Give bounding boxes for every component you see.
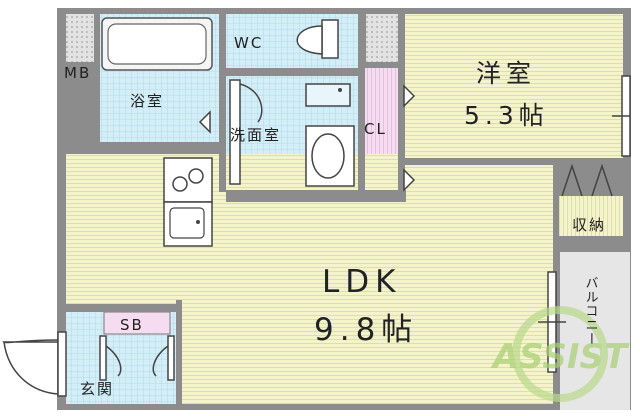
washroom-door <box>229 79 263 185</box>
wc-label: WC <box>234 34 263 52</box>
washing-machine-icon <box>305 125 355 187</box>
storage-floor <box>559 196 623 236</box>
balcony-label: バルコニー <box>583 276 599 346</box>
entrance-label: 玄関 <box>80 380 114 398</box>
toilet-icon <box>296 19 339 59</box>
bath-label: 浴室 <box>130 92 164 110</box>
ldk-size: 9.8帖 <box>314 312 418 348</box>
western-room-name: 洋室 <box>476 59 536 88</box>
shaft-right <box>366 14 398 62</box>
ldk-name: LDK <box>322 264 401 300</box>
washroom-label: 洗面室 <box>230 126 281 144</box>
storage-doors <box>561 163 613 197</box>
western-room-floor <box>405 14 623 160</box>
western-room-size: 5.3帖 <box>464 101 549 130</box>
balcony-sliding-door <box>538 271 566 373</box>
meter-box-label: MB <box>64 64 91 82</box>
meter-box-shaft <box>66 14 94 62</box>
kitchen-stove-icon <box>163 157 213 203</box>
watermark-text: ASSIST <box>490 337 630 377</box>
entrance-door <box>2 331 67 397</box>
kitchen-sink-icon <box>163 201 213 247</box>
storage-label: 収納 <box>572 216 606 234</box>
shoe-box-label: SB <box>120 316 144 334</box>
western-room-window <box>612 75 631 157</box>
interior-walls <box>66 14 630 410</box>
closet-label: CL <box>364 120 387 138</box>
watermark-logo: ASSIST <box>490 306 630 402</box>
hall-door <box>99 335 175 381</box>
bathtub-icon <box>101 17 213 71</box>
closet-doors <box>198 84 416 192</box>
washbasin-icon <box>305 83 351 107</box>
